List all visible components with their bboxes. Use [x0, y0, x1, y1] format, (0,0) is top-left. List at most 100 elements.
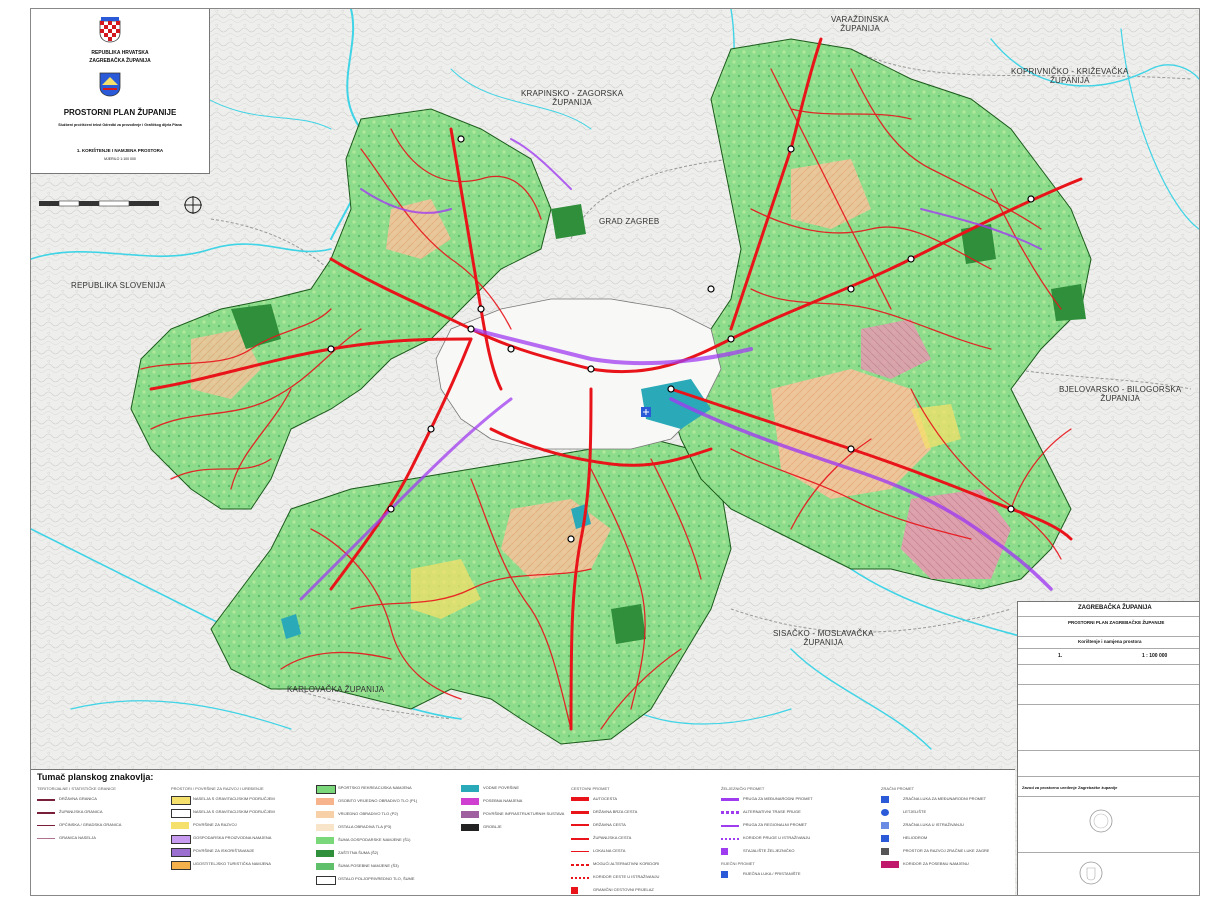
- legend-swatch: [316, 811, 334, 818]
- legend-label: UGOSTITELJSKO TURISTIČKA NAMJENA: [193, 861, 271, 866]
- legend-item: DRŽAVNA CESTA: [571, 821, 626, 831]
- legend-swatch: [571, 851, 589, 852]
- legend-swatch: [37, 812, 55, 814]
- legend-label: PROSTOR ZA RAZVOJ ZRAČNE LUKE ZAGREB: [903, 848, 989, 853]
- legend-label: NASELJA S GRAVITACIJSKIM PODRUČJEM: [193, 796, 275, 801]
- legend-label: PRUGA ZA MEĐUNARODNI PROMET: [743, 796, 813, 801]
- legend-heading: Tumač planskog znakovlja:: [37, 772, 154, 782]
- legend-swatch: [571, 877, 589, 879]
- label-varazdinska: VARAŽDINSKA ŽUPANIJA: [831, 15, 890, 33]
- county-coat-of-arms-icon: [99, 72, 121, 97]
- legend-label: ZRAČNA LUKA ZA MEĐUNARODNI PROMET: [903, 796, 987, 801]
- legend-item: RIJEČNA LUKA / PRISTANIŠTE: [721, 870, 801, 880]
- sheet-title: 1. KORIŠTENJE I NAMJENA PROSTORA: [76, 148, 164, 153]
- legend-swatch: [571, 838, 589, 840]
- legend-label: POSEBNA NAMJENA: [483, 798, 523, 803]
- legend-label: POVRŠINE INFRASTRUKTURNIH SUSTAVA: [483, 811, 565, 816]
- legend-label: GROBLJE: [483, 824, 502, 829]
- legend-swatch: [316, 863, 334, 870]
- legend-item: ALTERNATIVNI TRASE PRUGE: [721, 808, 801, 818]
- legend-swatch: [171, 809, 191, 818]
- legend-label: LETJELIŠTE: [903, 809, 927, 814]
- north-arrow-icon: [184, 196, 202, 214]
- legend-swatch: [316, 876, 336, 885]
- legend-label: ŽUPANIJSKA GRANICA: [59, 809, 103, 814]
- legend-item: ZRAČNA LUKA U ISTRAŽIVANJU: [881, 821, 964, 831]
- legend-label: RIJEČNA LUKA / PRISTANIŠTE: [743, 871, 801, 876]
- legend-item: LOKALNA CESTA: [571, 847, 625, 857]
- legend-item: PROSTOR ZA RAZVOJ ZRAČNE LUKE ZAGREB: [881, 847, 989, 857]
- legend-item: GRANICA NASELJA: [37, 834, 116, 844]
- legend-item: KORIDOR PRUGE U ISTRAŽIVANJU: [721, 834, 810, 844]
- map-legend: Tumač planskog znakovlja: TERITORIJALNE …: [31, 769, 1015, 895]
- country-name: REPUBLIKA HRVATSKA: [91, 50, 149, 56]
- legend-label: LOKALNA CESTA: [593, 848, 626, 853]
- legend-swatch: [571, 811, 589, 814]
- stamp-institute: Zavod za prostorno uređenje Zagrebačke ž…: [1022, 785, 1118, 790]
- legend-swatch: [461, 798, 479, 805]
- legend-swatch: [461, 811, 479, 818]
- legend-swatch: [881, 822, 889, 829]
- legend-label: KORIDOR PRUGE U ISTRAŽIVANJU: [743, 835, 811, 840]
- legend-col-rail: ŽELJEZNIČKI PROMET PRUGA ZA MEĐUNARODNI …: [721, 786, 813, 883]
- legend-swatch: [881, 835, 889, 842]
- legend-swatch: [37, 825, 55, 826]
- legend-label: ŠUMA POSEBNE NAMJENE (Š3): [338, 863, 399, 868]
- legend-swatch: [571, 797, 589, 801]
- legend-swatch: [37, 799, 55, 801]
- legend-swatch: [461, 824, 479, 831]
- scale-bar-icon: [39, 200, 159, 207]
- legend-label: STAJALIŠTE ŽELJEZNIČKO: [743, 848, 795, 853]
- coat-of-arms-icon: [99, 17, 121, 43]
- legend-label: OSOBITO VRIJEDNO OBRADIVO TLO (P1): [338, 798, 418, 803]
- legend-swatch: [721, 871, 728, 878]
- county-name: ZAGREBAČKA ŽUPANIJA: [89, 58, 151, 64]
- legend-swatch: [37, 838, 55, 839]
- legend-swatch: [721, 825, 739, 827]
- legend-label: NASELJA S GRAVITACIJSKIM PODRUČJEM: [193, 809, 275, 814]
- map-sheet: REPUBLIKA HRVATSKA ZAGREBAČKA ŽUPANIJA P…: [30, 8, 1200, 896]
- legend-swatch: [721, 798, 739, 801]
- legend-label: KORIDOR CESTE U ISTRAŽIVANJU: [593, 874, 660, 879]
- county-map[interactable]: [31, 9, 1199, 895]
- legend-label: DRŽAVNA CESTA: [593, 822, 626, 827]
- legend-swatch: [316, 798, 334, 805]
- legend-item: ŽUPANIJSKA CESTA: [571, 834, 631, 844]
- legend-item: PRUGA ZA MEĐUNARODNI PROMET: [721, 795, 813, 805]
- legend-swatch: [571, 864, 589, 866]
- legend-item: OPĆINSKA / GRADSKA GRANICA: [37, 821, 121, 831]
- legend-label: POVRŠINE ZA ISKORIŠTAVANJE: [193, 848, 255, 853]
- legend-label: AUTOCESTA: [593, 796, 618, 801]
- legend-item: DRŽAVNA GRANICA: [37, 795, 116, 805]
- legend-swatch: [316, 850, 334, 857]
- legend-item: MOGUĆI ALTERNATIVNI KORIDORI: [571, 860, 659, 870]
- legend-col-borders: TERITORIJALNE I STATISTIČKE GRANICE DRŽA…: [37, 786, 121, 847]
- plan-title: PROSTORNI PLAN ŽUPANIJE: [63, 108, 177, 117]
- seal-icon: [1089, 809, 1113, 833]
- legend-swatch: [171, 861, 191, 870]
- legend-item: POVRŠINE ZA RAZVOJ: [171, 821, 264, 831]
- label-slovenija: REPUBLIKA SLOVENIJA: [71, 281, 166, 290]
- legend-swatch: [171, 822, 189, 829]
- legend-item: LETJELIŠTE: [881, 808, 926, 818]
- legend-item: PRUGA ZA REGIONALNI PROMET: [721, 821, 807, 831]
- legend-label: ZAŠTITNA ŠUMA (Š2): [338, 850, 379, 855]
- legend-item: ZRAČNA LUKA ZA MEĐUNARODNI PROMET: [881, 795, 986, 805]
- legend-swatch: [881, 861, 899, 868]
- legend-swatch: [316, 785, 336, 794]
- legend-item: GRANIČNI CESTOVNI PRIJELAZ: [571, 886, 654, 895]
- legend-label: OPĆINSKA / GRADSKA GRANICA: [59, 822, 122, 827]
- stamp-scale: 1 : 100 000: [1142, 653, 1168, 659]
- legend-label: VRIJEDNO OBRADIVO TLO (P2): [338, 811, 398, 816]
- legend-swatch: [881, 848, 889, 855]
- legend-item: UGOSTITELJSKO TURISTIČKA NAMJENA: [171, 860, 271, 870]
- legend-label: GOSPODARSKA PROIZVODNA NAMJENA: [193, 835, 272, 840]
- legend-label: OSTALA OBRADIVA TLA (P3): [338, 824, 392, 829]
- sheet-scale: MJERILO 1:100 000: [104, 157, 136, 161]
- legend-swatch: [171, 796, 191, 805]
- legend-item: HELIODROM: [881, 834, 927, 844]
- legend-swatch: [461, 785, 479, 792]
- legend-label: GRANICA NASELJA: [59, 835, 96, 840]
- label-grad-zagreb: GRAD ZAGREB: [599, 217, 660, 226]
